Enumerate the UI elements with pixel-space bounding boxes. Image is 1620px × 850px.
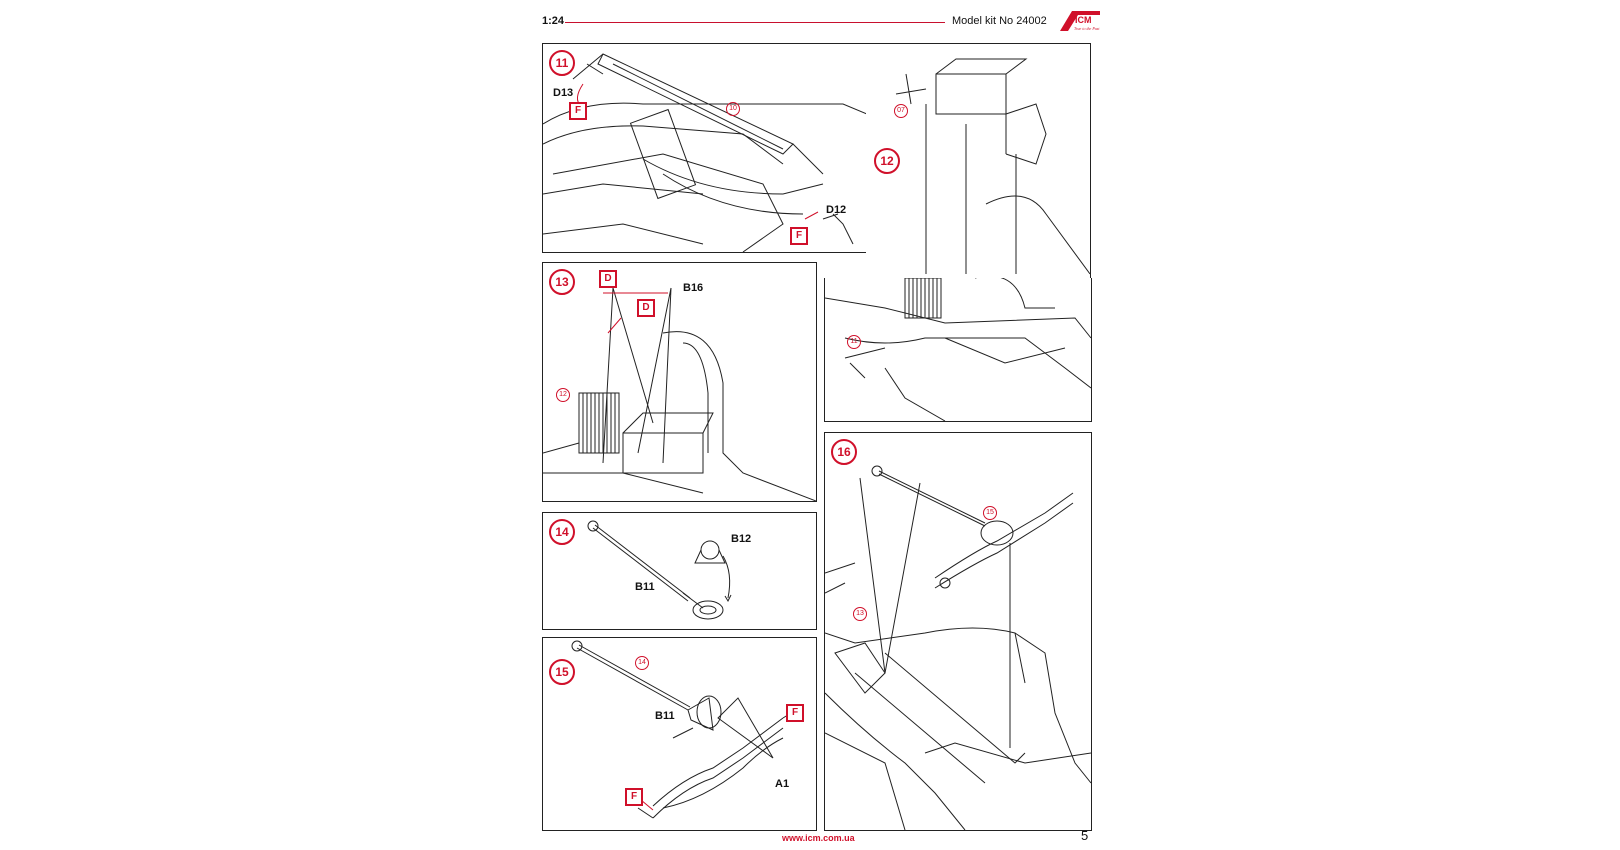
step-15-panel: 15 14 B11 A1 F F	[542, 637, 817, 831]
part-a1-label: A1	[775, 778, 790, 790]
paint-f-marker: F	[569, 102, 587, 120]
paint-d-marker: D	[599, 270, 617, 288]
step-14-badge: 14	[549, 519, 575, 545]
part-d12-label: D12	[826, 204, 847, 216]
part-b12-label: B12	[731, 533, 752, 545]
icm-logo: ICM True to the Past	[1058, 9, 1102, 33]
step-11-panel: 11 10 D13 F D12 F	[542, 43, 868, 253]
scale-label: 1:24	[542, 15, 565, 27]
step-11-badge: 11	[549, 50, 575, 76]
kit-number: Model kit No 24002	[952, 15, 1047, 27]
step-12-ref-badge: 11	[847, 335, 861, 349]
step-16-badge: 16	[831, 439, 857, 465]
paint-d-marker: D	[637, 299, 655, 317]
page-number: 5	[1081, 828, 1089, 843]
step-13-ref-badge: 12	[556, 388, 570, 402]
step-13-panel: 13 D D B16 12	[542, 262, 817, 502]
part-d13-label: D13	[553, 87, 574, 99]
part-b11-label: B11	[655, 710, 675, 722]
step-15-ref-badge: 14	[635, 656, 649, 670]
paint-f-marker: F	[625, 788, 643, 806]
step-16-ref-badge: 13	[853, 607, 867, 621]
header-rule	[565, 22, 945, 23]
step-15-drawing	[571, 640, 792, 819]
paint-f-marker: F	[790, 227, 808, 245]
step-12-panel: 12 07	[866, 43, 1091, 280]
part-b11-label: B11	[635, 581, 655, 593]
step-12-upper-drawing	[895, 58, 1090, 275]
step-12-badge: 12	[874, 148, 900, 174]
step-16-panel: 16 15 13	[824, 432, 1092, 831]
step-14-drawing	[587, 520, 732, 620]
paint-f-marker: F	[786, 704, 804, 722]
step-12-lower-drawing	[825, 278, 1091, 421]
svg-text:True to the Past: True to the Past	[1074, 26, 1100, 31]
step-11-ref-badge: 10	[726, 102, 740, 116]
svg-text:ICM: ICM	[1075, 15, 1092, 25]
step-12-lower-panel: 11	[824, 278, 1092, 422]
step-16-drawing	[825, 465, 1091, 830]
footer-url[interactable]: www.icm.com.ua	[782, 833, 855, 843]
step-15-badge: 15	[549, 659, 575, 685]
step-11-drawing	[543, 53, 867, 252]
part-b16-label: B16	[683, 282, 704, 294]
step-16-ref-badge: 15	[983, 506, 997, 520]
step-14-panel: 14 B12 B11	[542, 512, 817, 630]
step-12-ref-badge: 07	[894, 104, 908, 118]
step-13-drawing	[543, 287, 816, 501]
step-13-badge: 13	[549, 269, 575, 295]
